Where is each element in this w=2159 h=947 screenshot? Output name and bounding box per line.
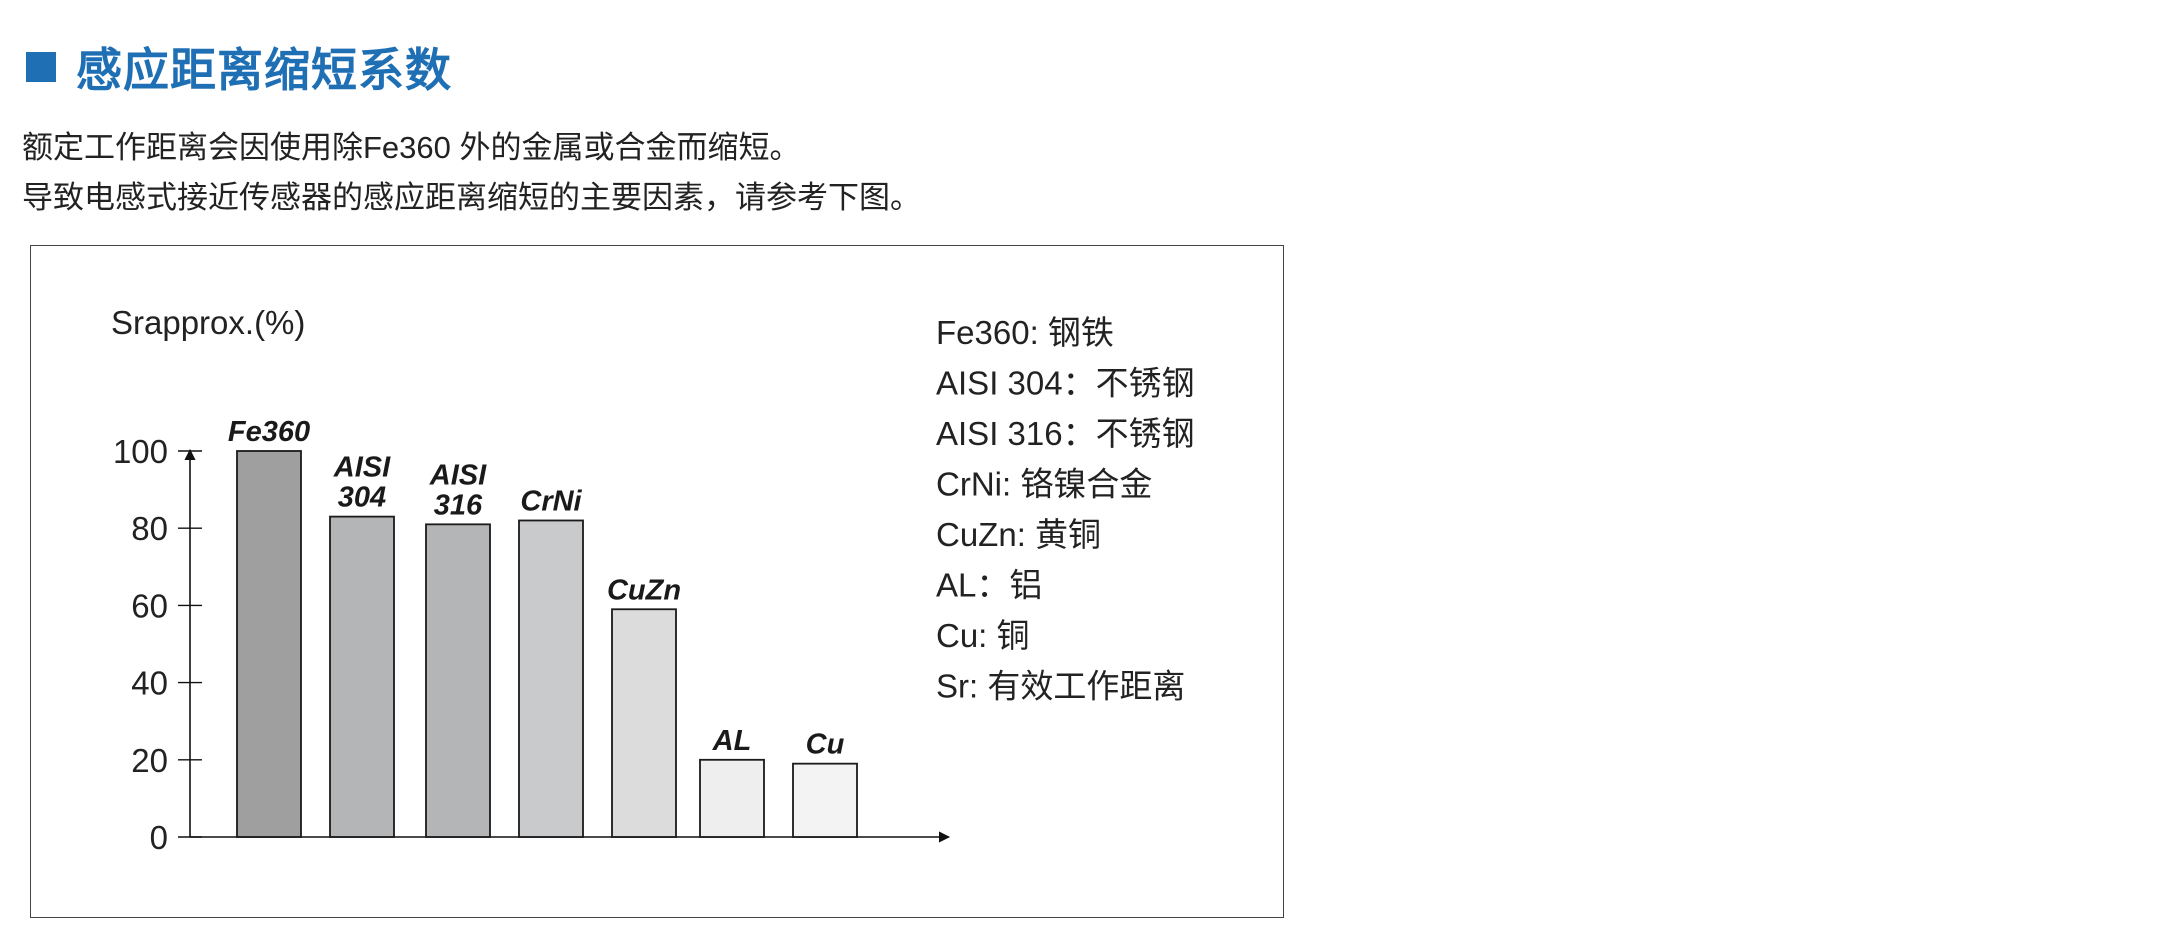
bar-data-label: 316 — [434, 489, 483, 521]
legend-entry: AISI 316：不锈钢 — [936, 415, 1195, 452]
bar-aisi-304 — [329, 515, 395, 838]
bar-aisi-316 — [425, 523, 491, 838]
y-tick-label: 100 — [113, 433, 168, 470]
bar-data-label: CrNi — [520, 485, 582, 517]
bar-data-label: Cu — [806, 729, 845, 761]
legend-entry: AL：铝 — [936, 567, 1042, 604]
bar-crni — [518, 519, 584, 838]
bar-data-label: AISI — [429, 459, 487, 491]
legend-entry: CuZn: 黄铜 — [936, 516, 1101, 553]
section-header: 感应距离缩短系数 — [26, 34, 452, 100]
bar-cuzn — [611, 608, 677, 838]
y-tick-label: 0 — [150, 819, 168, 856]
bar-fe360 — [236, 450, 302, 838]
y-tick-label: 60 — [131, 587, 168, 624]
description-line-1: 额定工作距离会因使用除Fe360 外的金属或合金而缩短。 — [22, 130, 801, 165]
bar-data-label: 304 — [338, 482, 386, 514]
bar-data-label: AISI — [333, 452, 391, 484]
legend-entry: CrNi: 铬镍合金 — [936, 466, 1152, 503]
y-tick-label: 80 — [131, 510, 168, 547]
legend-entry: AISI 304：不锈钢 — [936, 365, 1195, 402]
bar-data-label: Fe360 — [228, 416, 310, 448]
page-title: 感应距离缩短系数 — [76, 44, 452, 96]
legend-entry: Sr: 有效工作距离 — [936, 668, 1185, 705]
description-line-2: 导致电感式接近传感器的感应距离缩短的主要因素，请参考下图。 — [22, 180, 921, 215]
legend-entry: Fe360: 钢铁 — [936, 314, 1114, 351]
y-tick-label: 20 — [131, 742, 168, 779]
bar-data-label: AL — [712, 725, 752, 757]
legend-entry: Cu: 铜 — [936, 617, 1030, 654]
title-square-icon — [26, 52, 56, 82]
y-axis-label: Srapprox.(%) — [111, 304, 305, 341]
bar-al — [699, 758, 765, 838]
y-tick-label: 40 — [131, 665, 168, 702]
bar-data-label: CuZn — [607, 574, 681, 606]
bar-cu — [792, 762, 858, 838]
